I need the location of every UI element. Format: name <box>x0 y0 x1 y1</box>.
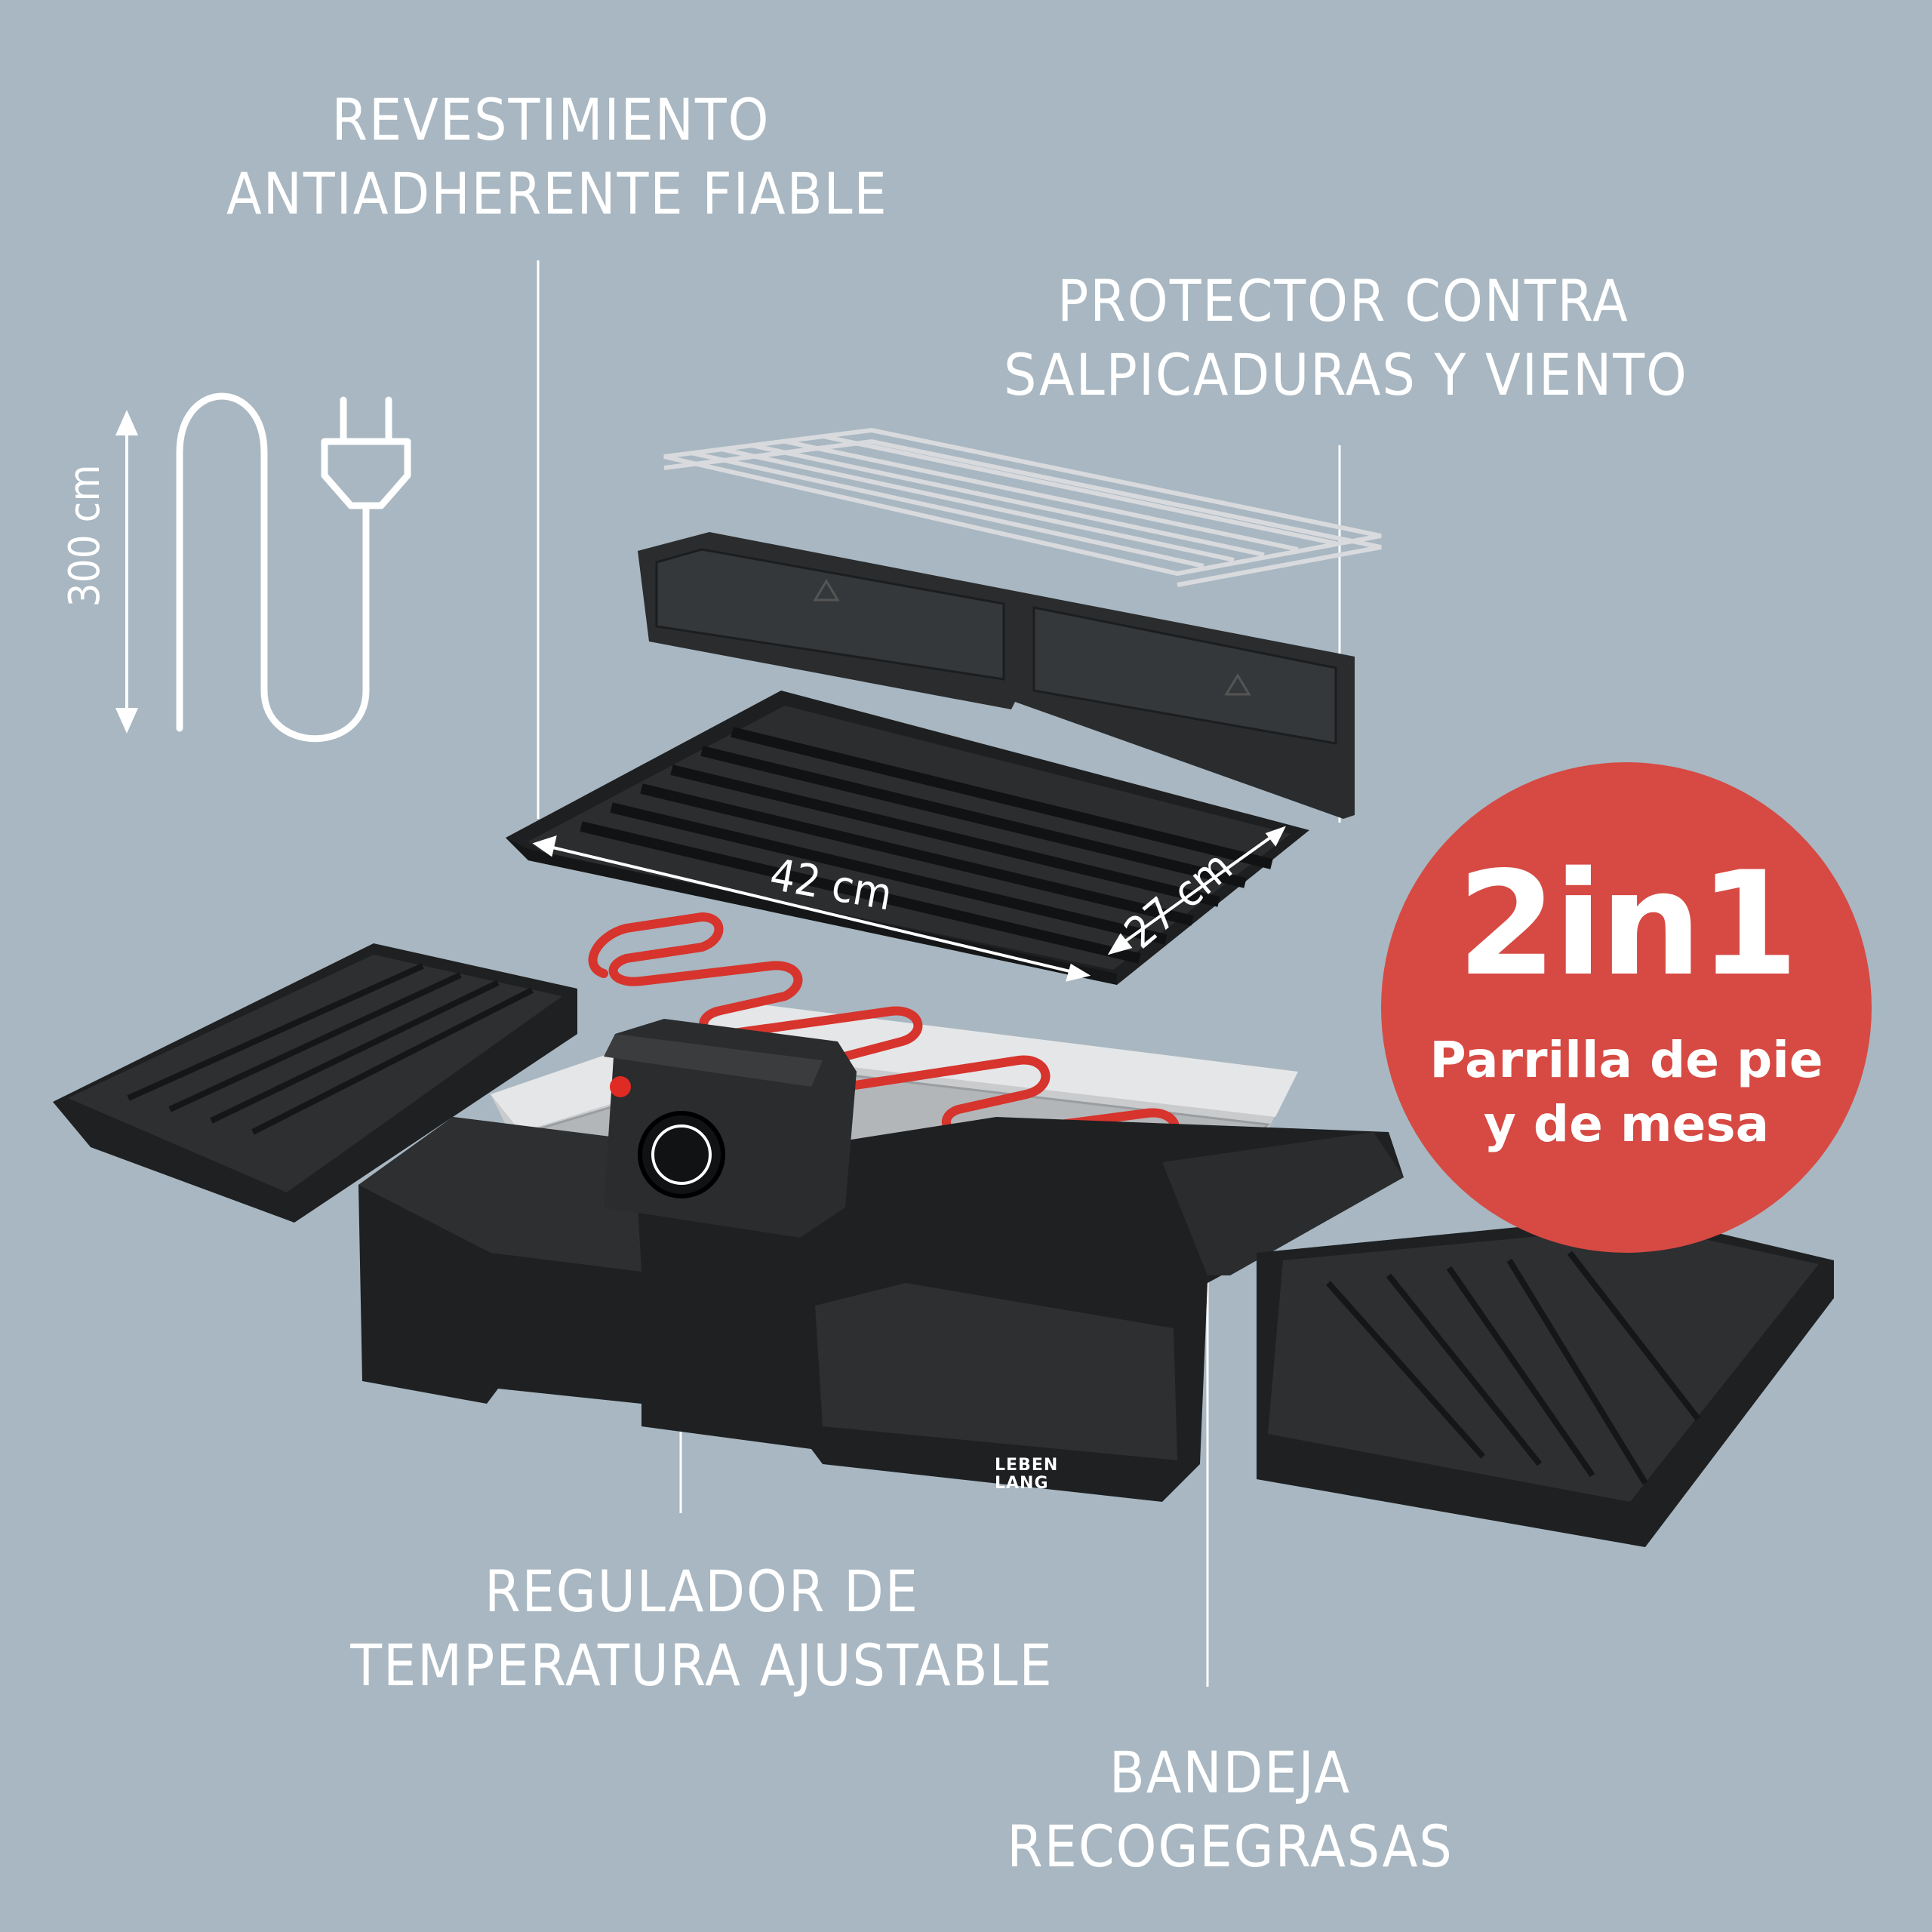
badge-title: 2in1 <box>1457 841 1799 1008</box>
brand-logo: LEBEN LANG <box>995 1457 1058 1493</box>
power-plug-icon <box>176 392 411 743</box>
callout-line: SALPICADURAS Y VIENTO <box>1004 341 1688 408</box>
side-plate-right <box>1257 1215 1834 1547</box>
wind-shield <box>638 532 1355 819</box>
callout-drip-tray: BANDEJA RECOGEGRASAS <box>966 1736 1494 1884</box>
callout-line: BANDEJA <box>1109 1739 1352 1806</box>
callout-wind-shield: PROTECTOR CONTRA SALPICADURAS Y VIENTO <box>1004 264 1688 412</box>
cord-length-label: 300 cm <box>60 464 109 608</box>
badge-line-1: Parrilla de pie <box>1429 1031 1823 1089</box>
callout-line: REVESTIMIENTO <box>331 86 771 153</box>
brand-line-2: LANG <box>995 1474 1049 1493</box>
dimension-arrows <box>532 826 1286 982</box>
callout-line: ANTIADHERENTE FIABLE <box>226 160 888 227</box>
two-in-one-badge: 2in1 Parrilla de pie y de mesa <box>1381 762 1872 1253</box>
callout-line: TEMPERATURA AJUSTABLE <box>350 1632 1054 1699</box>
callout-line: PROTECTOR CONTRA <box>1057 267 1629 334</box>
callout-temperature-regulator: REGULADOR DE TEMPERATURA AJUSTABLE <box>317 1555 1087 1703</box>
cord-length-arrow <box>115 410 139 734</box>
grill-plate <box>506 691 1309 985</box>
wire-rack <box>663 427 1382 587</box>
power-indicator-light <box>610 1076 631 1097</box>
callout-nonstick-coating: REVESTIMIENTO ANTIADHERENTE FIABLE <box>226 83 888 231</box>
callout-line: REGULADOR DE <box>485 1558 919 1625</box>
base-frame <box>358 1117 1404 1502</box>
brand-line-1: LEBEN <box>995 1456 1059 1475</box>
side-plate-left <box>53 943 577 1223</box>
badge-line-2: y de mesa <box>1483 1095 1770 1153</box>
heating-element <box>588 912 1180 1167</box>
callout-line: RECOGEGRASAS <box>1007 1813 1454 1880</box>
temperature-control <box>604 1019 857 1238</box>
